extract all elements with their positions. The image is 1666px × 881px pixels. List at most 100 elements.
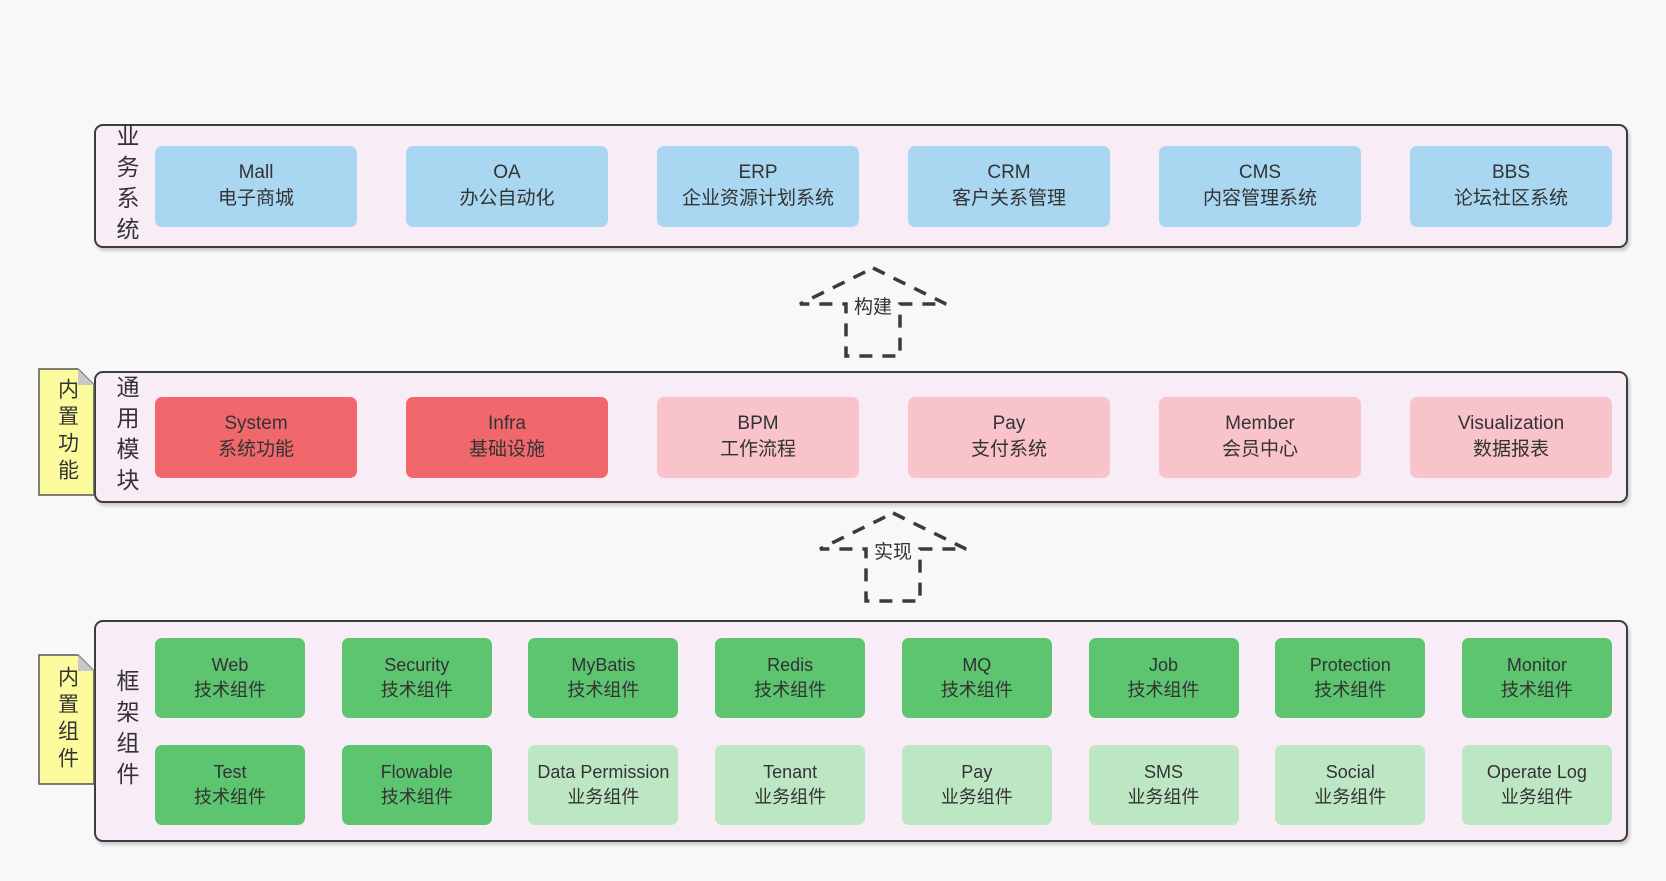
common-modules-label: 通用模块	[113, 375, 139, 499]
box-web-name: Web	[211, 654, 249, 675]
box-pay-component: Pay 业务组件	[901, 744, 1052, 825]
box-bbs-desc: 论坛社区系统	[1453, 188, 1568, 209]
box-system-name: System	[224, 413, 288, 434]
box-flowable-name: Flowable	[380, 761, 453, 782]
box-visualization: Visualization 数据报表	[1410, 396, 1612, 478]
box-redis-desc: 技术组件	[754, 679, 827, 700]
box-test: Test 技术组件	[155, 744, 305, 825]
box-monitor-name: Monitor	[1506, 654, 1567, 675]
framework-components-container: 框架组件 Web 技术组件 Security 技术组件 MyBatis 技术组件…	[94, 620, 1628, 842]
common-modules-container: 通用模块 System 系统功能 Infra 基础设施 BPM 工作流程 Pay…	[94, 371, 1628, 503]
box-monitor-desc: 技术组件	[1500, 679, 1573, 700]
box-oa-desc: 办公自动化	[459, 188, 555, 209]
box-oa-name: OA	[493, 162, 521, 183]
box-crm: CRM 客户关系管理	[908, 145, 1110, 227]
box-crm-desc: 客户关系管理	[951, 188, 1066, 209]
box-operate-log-desc: 业务组件	[1500, 786, 1573, 807]
box-security-name: Security	[384, 654, 450, 675]
box-visualization-desc: 数据报表	[1472, 439, 1549, 460]
box-flowable-desc: 技术组件	[380, 786, 453, 807]
box-data-permission-name: Data Permission	[537, 761, 670, 782]
box-erp: ERP 企业资源计划系统	[657, 145, 859, 227]
box-sms-name: SMS	[1144, 761, 1184, 782]
common-modules-row: System 系统功能 Infra 基础设施 BPM 工作流程 Pay 支付系统…	[96, 373, 1626, 501]
box-job-name: Job	[1149, 654, 1179, 675]
box-security: Security 技术组件	[341, 637, 492, 718]
box-mq-desc: 技术组件	[940, 679, 1013, 700]
box-mall: Mall 电子商城	[155, 145, 357, 227]
box-security-desc: 技术组件	[380, 679, 453, 700]
box-social: Social 业务组件	[1275, 744, 1426, 825]
sticky-note-icon	[38, 654, 95, 785]
box-bbs: BBS 论坛社区系统	[1410, 145, 1612, 227]
box-mybatis-name: MyBatis	[571, 654, 636, 675]
box-infra-name: Infra	[487, 413, 527, 434]
implement-arrow-label: 实现	[870, 537, 916, 564]
box-tenant-name: Tenant	[763, 761, 818, 782]
box-monitor: Monitor 技术组件	[1461, 637, 1612, 718]
up-arrow-icon	[819, 511, 967, 603]
business-systems-label: 业务系统	[113, 124, 139, 248]
business-systems-container: 业务系统 Mall 电子商城 OA 办公自动化 ERP 企业资源计划系统 CRM…	[94, 124, 1628, 248]
box-mall-desc: 电子商城	[217, 188, 294, 209]
box-infra-desc: 基础设施	[468, 439, 545, 460]
box-data-permission: Data Permission 业务组件	[528, 744, 679, 825]
box-system: System 系统功能	[155, 396, 357, 478]
box-cms-desc: 内容管理系统	[1202, 188, 1317, 209]
box-sms: SMS 业务组件	[1088, 744, 1239, 825]
box-infra: Infra 基础设施	[406, 396, 608, 478]
sticky-note-icon	[38, 368, 95, 496]
builtin-features-note-label: 内置功能	[55, 378, 79, 486]
box-cms: CMS 内容管理系统	[1159, 145, 1361, 227]
box-flowable: Flowable 技术组件	[341, 744, 492, 825]
box-test-desc: 技术组件	[194, 786, 266, 807]
box-job-desc: 技术组件	[1127, 679, 1200, 700]
box-pay-module-desc: 支付系统	[970, 439, 1047, 460]
box-oa: OA 办公自动化	[406, 145, 608, 227]
box-protection-desc: 技术组件	[1314, 679, 1387, 700]
box-pay-component-desc: 业务组件	[940, 786, 1013, 807]
box-mall-name: Mall	[238, 162, 274, 183]
box-pay-module: Pay 支付系统	[908, 396, 1110, 478]
box-mybatis-desc: 技术组件	[567, 679, 640, 700]
box-job: Job 技术组件	[1088, 637, 1239, 718]
box-social-name: Social	[1325, 761, 1375, 782]
framework-components-row-1: Web 技术组件 Security 技术组件 MyBatis 技术组件 Redi…	[96, 637, 1626, 718]
build-arrow: 构建	[798, 265, 948, 359]
box-crm-name: CRM	[987, 162, 1031, 183]
box-sms-desc: 业务组件	[1127, 786, 1200, 807]
box-pay-module-name: Pay	[992, 413, 1026, 434]
box-mybatis: MyBatis 技术组件	[528, 637, 679, 718]
box-bbs-name: BBS	[1491, 162, 1531, 183]
box-bpm-name: BPM	[737, 413, 779, 434]
box-mq-name: MQ	[962, 654, 992, 675]
box-web: Web 技术组件	[155, 637, 305, 718]
box-pay-component-name: Pay	[961, 761, 993, 782]
box-bpm: BPM 工作流程	[657, 396, 859, 478]
box-redis: Redis 技术组件	[715, 637, 866, 718]
framework-components-label: 框架组件	[113, 669, 139, 793]
box-test-name: Test	[213, 761, 247, 782]
box-tenant-desc: 业务组件	[754, 786, 827, 807]
box-visualization-name: Visualization	[1457, 413, 1565, 434]
builtin-components-note: 内置组件	[38, 654, 95, 785]
builtin-features-note: 内置功能	[38, 368, 95, 496]
box-system-desc: 系统功能	[217, 439, 294, 460]
up-arrow-icon	[799, 266, 947, 358]
box-mq: MQ 技术组件	[901, 637, 1052, 718]
box-operate-log: Operate Log 业务组件	[1461, 744, 1612, 825]
box-redis-name: Redis	[767, 654, 814, 675]
box-data-permission-desc: 业务组件	[567, 786, 640, 807]
implement-arrow: 实现	[818, 510, 968, 604]
box-erp-desc: 企业资源计划系统	[681, 188, 834, 209]
business-systems-row: Mall 电子商城 OA 办公自动化 ERP 企业资源计划系统 CRM 客户关系…	[96, 126, 1626, 246]
box-erp-name: ERP	[738, 162, 778, 183]
box-member-name: Member	[1225, 413, 1295, 434]
builtin-components-note-label: 内置组件	[55, 665, 79, 774]
box-member-desc: 会员中心	[1221, 439, 1298, 460]
box-protection-name: Protection	[1309, 654, 1391, 675]
box-operate-log-name: Operate Log	[1486, 761, 1587, 782]
box-web-desc: 技术组件	[194, 679, 266, 700]
framework-components-row-2: Test 技术组件 Flowable 技术组件 Data Permission …	[96, 744, 1626, 825]
box-cms-name: CMS	[1238, 162, 1282, 183]
